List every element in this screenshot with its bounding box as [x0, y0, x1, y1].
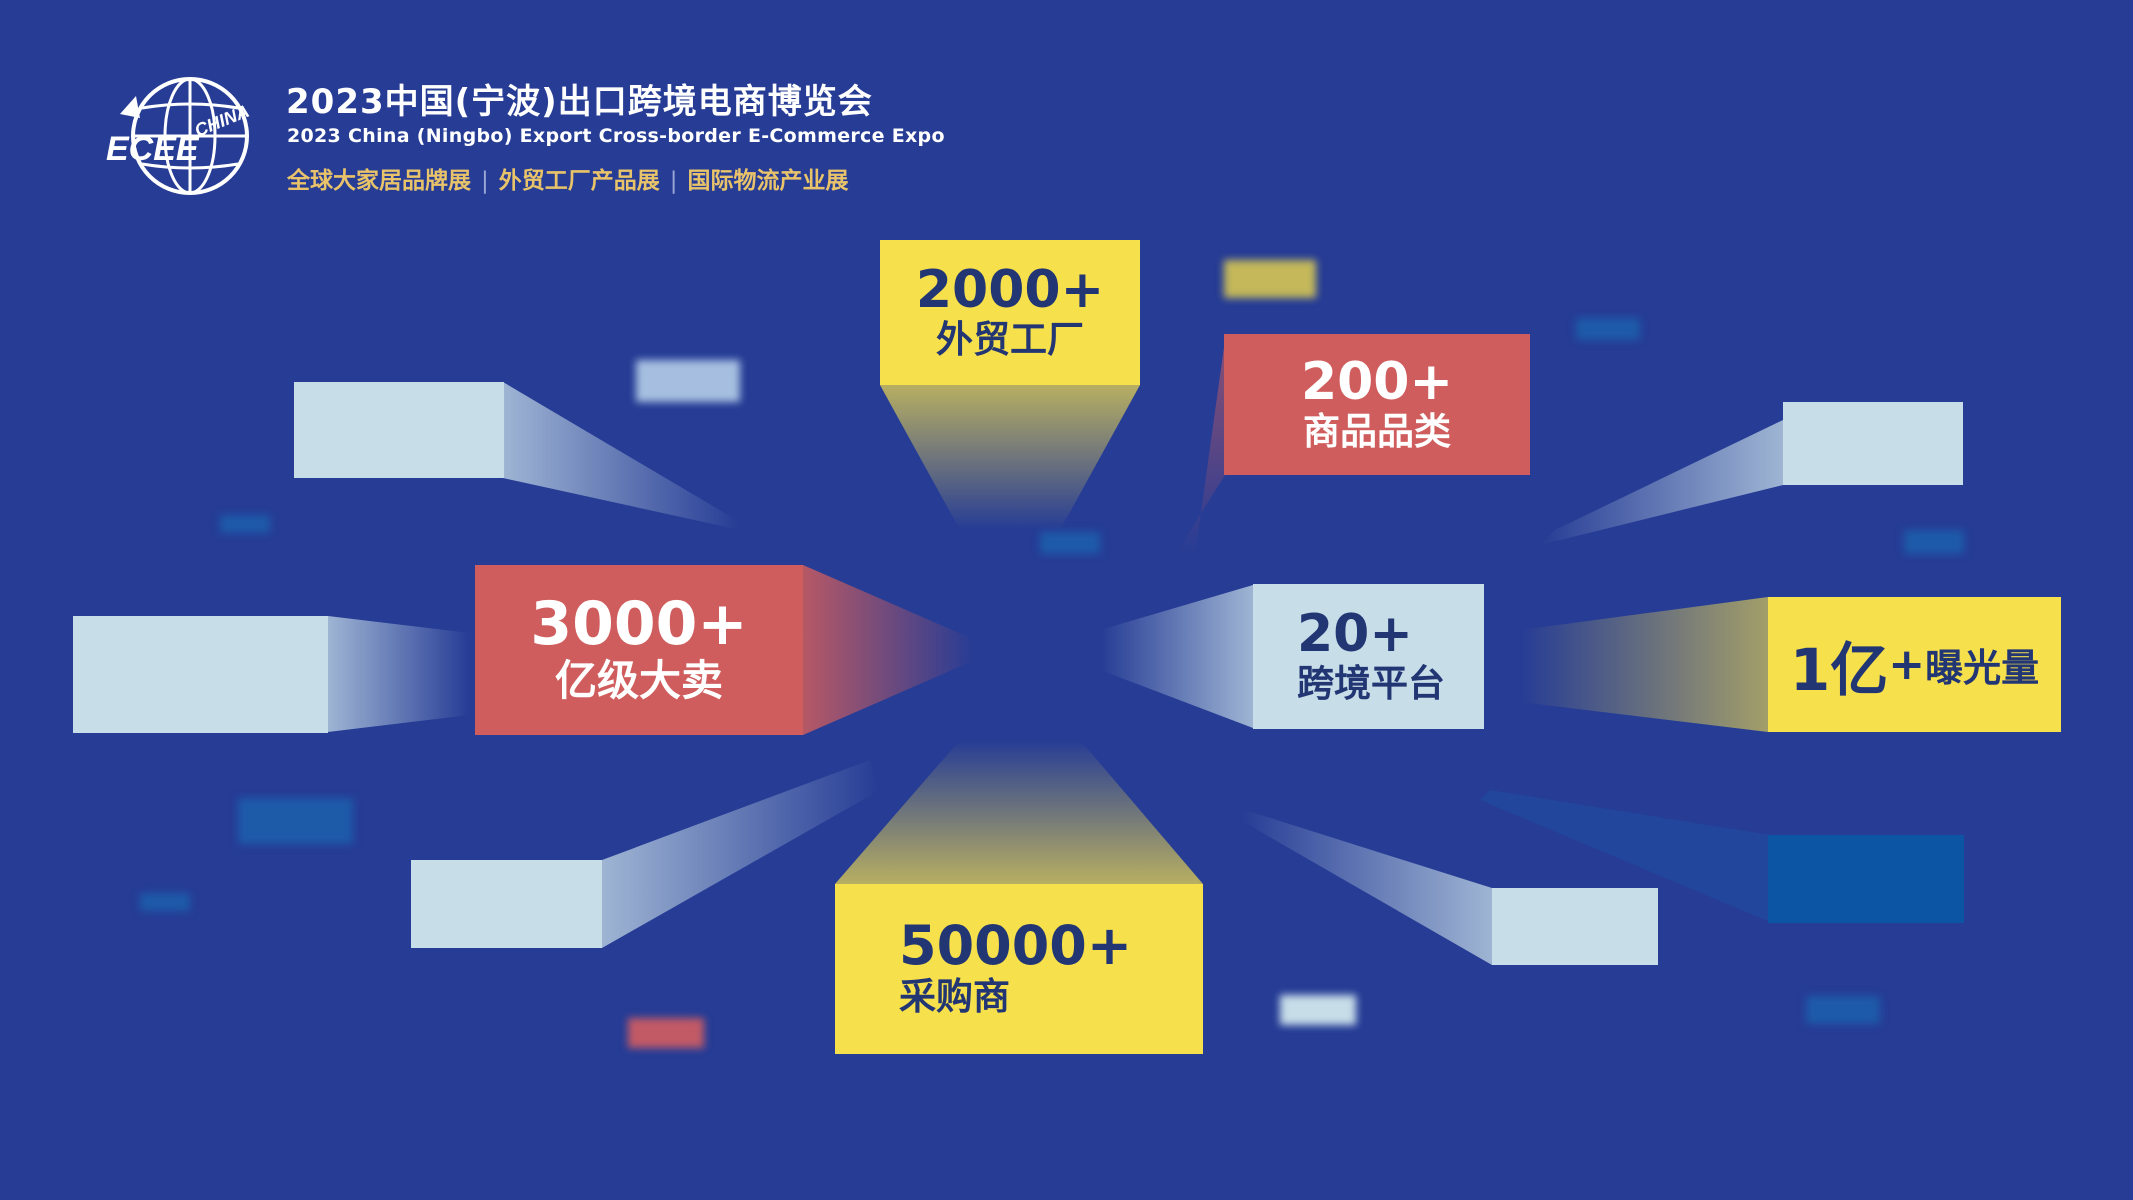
deco-block	[1280, 995, 1356, 1025]
stat-label: 商品品类	[1303, 409, 1451, 453]
deco-block	[628, 1018, 704, 1048]
stat-factories: 2000+ 外贸工厂	[880, 240, 1140, 385]
deco-block	[140, 893, 190, 911]
deco-block	[1768, 835, 1964, 923]
stat-number: 2000+	[915, 260, 1105, 320]
deco-block	[1806, 996, 1880, 1024]
stat-number: 1亿	[1789, 635, 1889, 704]
stat-platforms: 20+ 跨境平台	[1253, 584, 1484, 729]
stat-label: 采购商	[899, 975, 1010, 1019]
stat-number: 50000+	[899, 914, 1133, 978]
deco-block	[1224, 260, 1316, 298]
stat-label: 跨境平台	[1297, 661, 1445, 705]
expo-title: 2023中国(宁波)出口跨境电商博览会	[286, 82, 873, 122]
pale-block	[294, 382, 504, 478]
stat-categories: 200+ 商品品类	[1224, 334, 1530, 475]
expo-header: ECEE CHINA 2023中国(宁波)出口跨境电商博览会 2023 Chin…	[100, 62, 1000, 202]
deco-block	[238, 798, 353, 844]
deco-block	[636, 360, 740, 402]
pale-block	[73, 616, 328, 733]
ecee-globe-logo: ECEE CHINA	[106, 77, 252, 195]
stat-plus: +	[1888, 639, 1926, 690]
divider: |	[669, 168, 678, 194]
pale-block	[1783, 402, 1963, 485]
stat-label: 外贸工厂	[936, 317, 1084, 361]
deco-block	[1576, 318, 1640, 340]
stat-number: 200+	[1300, 352, 1454, 412]
deco-block	[1040, 532, 1100, 554]
category-factory: 外贸工厂产品展	[498, 168, 660, 194]
stat-label: 曝光量	[1925, 646, 2040, 690]
stat-number: 20+	[1297, 604, 1413, 664]
deco-block	[220, 515, 270, 533]
stat-buyers: 50000+ 采购商	[835, 884, 1203, 1054]
pale-block	[1492, 888, 1658, 965]
expo-categories: 全球大家居品牌展 | 外贸工厂产品展 | 国际物流产业展	[287, 161, 849, 195]
category-furniture: 全球大家居品牌展	[287, 168, 471, 194]
deco-block	[1904, 530, 1964, 554]
stat-label: 亿级大卖	[554, 656, 723, 706]
divider: |	[481, 168, 489, 194]
category-logistics: 国际物流产业展	[687, 168, 849, 194]
pale-block	[411, 860, 602, 948]
stat-number: 3000+	[530, 589, 748, 660]
stat-sellers: 3000+ 亿级大卖	[475, 565, 803, 735]
expo-subtitle: 2023 China (Ningbo) Export Cross-border …	[287, 125, 945, 147]
stat-exposure: 1亿+曝光量	[1768, 597, 2061, 732]
svg-text:ECEE: ECEE	[106, 130, 200, 168]
